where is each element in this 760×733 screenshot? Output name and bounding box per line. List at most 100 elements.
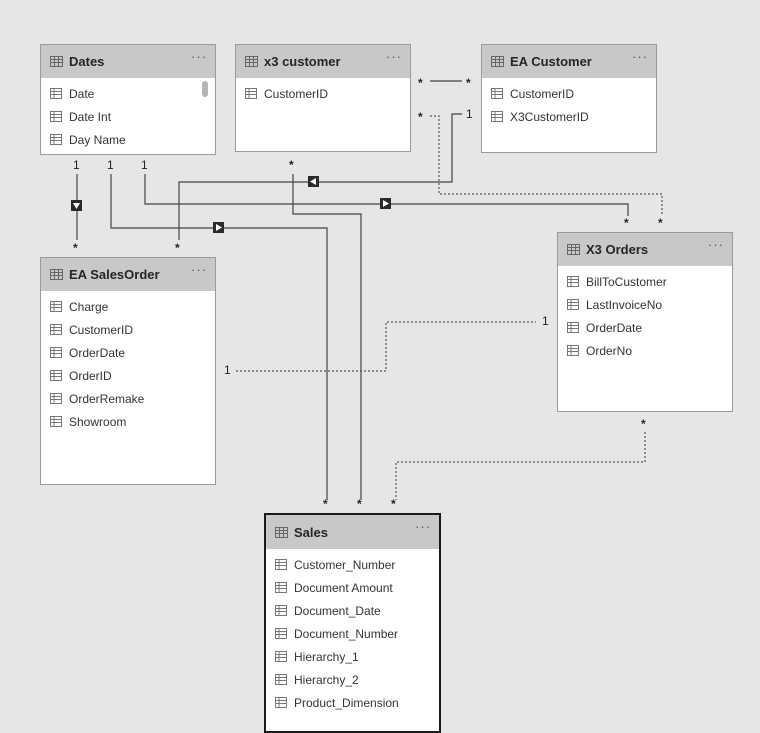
table-icon: [275, 526, 288, 538]
column-icon: [567, 299, 579, 310]
filter-direction-left-icon[interactable]: [308, 176, 319, 187]
field-name: CustomerID: [510, 86, 575, 101]
column-icon: [275, 674, 287, 685]
field-row[interactable]: Hierarchy_1: [266, 645, 439, 668]
field-row[interactable]: X3CustomerID: [482, 105, 656, 128]
table-title: X3 Orders: [586, 242, 649, 257]
filter-direction-right-icon[interactable]: [213, 222, 224, 233]
table-header[interactable]: X3 Orders ···: [558, 233, 732, 266]
table-icon: [50, 56, 63, 67]
field-row[interactable]: Charge: [41, 295, 215, 318]
column-icon: [275, 697, 287, 708]
more-options-icon[interactable]: ···: [191, 49, 207, 64]
column-icon: [491, 88, 503, 99]
table-icon: [567, 244, 580, 255]
column-icon: [50, 134, 62, 145]
more-options-icon[interactable]: ···: [415, 519, 431, 534]
cardinality-many-label: *: [466, 76, 471, 90]
table-icon: [50, 269, 63, 280]
field-row[interactable]: OrderDate: [41, 341, 215, 364]
column-icon: [50, 347, 62, 358]
rel-easalesorder-x3orders: [236, 321, 536, 372]
field-row[interactable]: Document Amount: [266, 576, 439, 599]
column-icon: [275, 582, 287, 593]
field-row[interactable]: OrderID: [41, 364, 215, 387]
table-card-dates[interactable]: Dates ··· Date Date Int Day Name: [40, 44, 216, 155]
scrollbar-thumb[interactable]: [202, 81, 208, 97]
column-icon: [567, 276, 579, 287]
field-name: Hierarchy_2: [294, 672, 359, 687]
filter-direction-right-icon[interactable]: [380, 198, 391, 209]
field-row[interactable]: CustomerID: [236, 82, 410, 105]
field-name: OrderNo: [586, 343, 633, 358]
more-options-icon[interactable]: ···: [386, 49, 402, 64]
field-row[interactable]: Showroom: [41, 410, 215, 433]
cardinality-many-label: *: [175, 241, 180, 255]
table-header[interactable]: x3 customer ···: [236, 45, 410, 78]
table-card-ea-salesorder[interactable]: EA SalesOrder ··· Charge CustomerID Orde…: [40, 257, 216, 485]
table-card-ea-customer[interactable]: EA Customer ··· CustomerID X3CustomerID: [481, 44, 657, 153]
more-options-icon[interactable]: ···: [191, 262, 207, 277]
field-row[interactable]: BillToCustomer: [558, 270, 732, 293]
column-icon: [50, 370, 62, 381]
table-header[interactable]: EA SalesOrder ···: [41, 258, 215, 291]
table-header[interactable]: Dates ···: [41, 45, 215, 78]
more-options-icon[interactable]: ···: [708, 237, 724, 252]
table-card-sales[interactable]: Sales ··· Customer_Number Document Amoun…: [264, 513, 441, 733]
table-header[interactable]: EA Customer ···: [482, 45, 656, 78]
field-row[interactable]: CustomerID: [482, 82, 656, 105]
rel-x3orders-sales: [395, 432, 646, 500]
cardinality-many-label: *: [658, 216, 663, 230]
column-icon: [567, 322, 579, 333]
field-name: CustomerID: [264, 86, 329, 101]
field-name: X3CustomerID: [510, 109, 589, 124]
field-row[interactable]: Date Int: [41, 105, 215, 128]
table-card-x3-orders[interactable]: X3 Orders ··· BillToCustomer LastInvoice…: [557, 232, 733, 412]
field-name: Hierarchy_1: [294, 649, 359, 664]
field-row[interactable]: Product_Dimension: [266, 691, 439, 714]
field-row[interactable]: OrderDate: [558, 316, 732, 339]
field-row[interactable]: Date: [41, 82, 215, 105]
field-name: Day Name: [69, 132, 126, 147]
column-icon: [50, 324, 62, 335]
field-name: OrderDate: [69, 345, 126, 360]
field-row[interactable]: OrderNo: [558, 339, 732, 362]
field-row[interactable]: OrderRemake: [41, 387, 215, 410]
field-row[interactable]: Hierarchy_2: [266, 668, 439, 691]
field-row[interactable]: Document_Date: [266, 599, 439, 622]
column-icon: [491, 111, 503, 122]
cardinality-many-label: *: [641, 417, 646, 431]
filter-direction-down-icon[interactable]: [71, 200, 82, 211]
field-name: Charge: [69, 299, 109, 314]
cardinality-many-label: *: [73, 241, 78, 255]
field-name: OrderDate: [586, 320, 643, 335]
column-icon: [50, 88, 62, 99]
rel-dates-x3orders: [144, 174, 629, 216]
table-title: EA SalesOrder: [69, 267, 160, 282]
field-row[interactable]: Customer_Number: [266, 553, 439, 576]
more-options-icon[interactable]: ···: [632, 49, 648, 64]
cardinality-one-label: 1: [73, 158, 80, 172]
table-card-x3-customer[interactable]: x3 customer ··· CustomerID: [235, 44, 411, 152]
field-name: Document Amount: [294, 580, 393, 595]
column-icon: [50, 111, 62, 122]
field-row[interactable]: Day Name: [41, 128, 215, 151]
table-title: Dates: [69, 54, 105, 69]
cardinality-one-label: 1: [542, 314, 549, 328]
rel-x3customer-sales: [292, 174, 362, 500]
table-header[interactable]: Sales ···: [266, 515, 439, 549]
field-name: BillToCustomer: [586, 274, 667, 289]
cardinality-one-label: 1: [107, 158, 114, 172]
field-row[interactable]: LastInvoiceNo: [558, 293, 732, 316]
cardinality-many-label: *: [357, 497, 362, 511]
field-row[interactable]: Document_Number: [266, 622, 439, 645]
field-name: Product_Dimension: [294, 695, 399, 710]
field-name: Showroom: [69, 414, 127, 429]
column-icon: [567, 345, 579, 356]
field-name: LastInvoiceNo: [586, 297, 663, 312]
field-name: Document_Number: [294, 626, 399, 641]
field-row[interactable]: CustomerID: [41, 318, 215, 341]
field-name: Date: [69, 86, 95, 101]
cardinality-many-label: *: [418, 110, 423, 124]
